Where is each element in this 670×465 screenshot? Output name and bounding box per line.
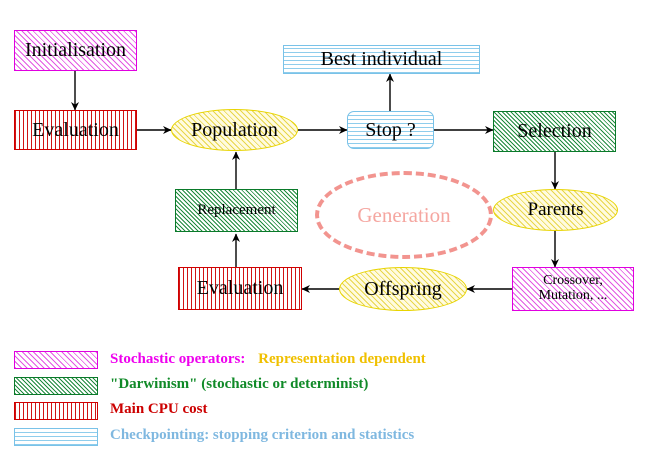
node-generation-label: Generation bbox=[357, 202, 451, 227]
legend-label-stochastic-secondary: Representation dependent bbox=[258, 351, 426, 367]
node-stop-label: Stop ? bbox=[365, 118, 416, 141]
node-best-individual[interactable]: Best individual bbox=[283, 45, 480, 74]
node-best-individual-label: Best individual bbox=[320, 48, 443, 70]
node-parents-label: Parents bbox=[527, 199, 584, 221]
legend-swatch-stochastic bbox=[14, 351, 98, 369]
legend-label-checkpoint: Checkpointing: stopping criterion and st… bbox=[110, 427, 415, 443]
node-generation-annotation: Generation bbox=[315, 171, 493, 259]
node-replacement[interactable]: Replacement bbox=[175, 189, 298, 232]
node-evaluation-top[interactable]: Evaluation bbox=[14, 110, 137, 150]
legend-swatch-darwinism bbox=[14, 377, 98, 395]
legend-label-stochastic-primary: Stochastic operators: bbox=[110, 351, 246, 367]
node-evaluation-top-label: Evaluation bbox=[32, 118, 119, 141]
legend-label-stochastic: Stochastic operators: Representation dep… bbox=[110, 351, 426, 368]
node-variation-label-line2: Mutation, ... bbox=[538, 288, 608, 303]
node-population[interactable]: Population bbox=[171, 109, 298, 151]
legend-swatch-checkpoint bbox=[14, 428, 98, 446]
node-evaluation-bottom[interactable]: Evaluation bbox=[178, 267, 302, 310]
node-selection[interactable]: Selection bbox=[493, 111, 616, 152]
node-variation[interactable]: Crossover, Mutation, ... bbox=[512, 267, 634, 311]
node-offspring[interactable]: Offspring bbox=[339, 267, 467, 311]
node-offspring-label: Offspring bbox=[364, 277, 442, 300]
node-selection-label: Selection bbox=[517, 120, 592, 142]
node-stop[interactable]: Stop ? bbox=[347, 111, 434, 149]
node-population-label: Population bbox=[191, 118, 278, 141]
legend-label-darwinism: "Darwinism" (stochastic or determinist) bbox=[110, 376, 369, 392]
node-evaluation-bottom-label: Evaluation bbox=[196, 277, 284, 299]
node-initialisation[interactable]: Initialisation bbox=[14, 30, 137, 71]
node-parents[interactable]: Parents bbox=[493, 189, 618, 231]
legend-swatch-cpu bbox=[14, 402, 98, 420]
node-replacement-label: Replacement bbox=[197, 201, 276, 218]
node-variation-label-line1: Crossover, bbox=[543, 273, 603, 289]
node-initialisation-label: Initialisation bbox=[24, 39, 127, 61]
legend-label-cpu: Main CPU cost bbox=[110, 401, 208, 417]
